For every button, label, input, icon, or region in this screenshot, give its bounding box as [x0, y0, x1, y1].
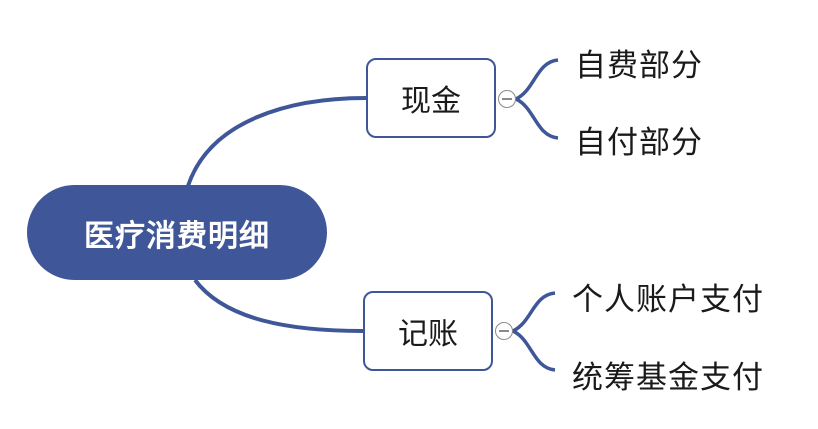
leaf-node-pooled-fund[interactable]: 统筹基金支付: [572, 360, 764, 396]
branch-node-account-label: 记账: [398, 317, 458, 352]
leaf-node-personal-account[interactable]: 个人账户支付: [572, 282, 764, 318]
collapse-toggle-account-icon[interactable]: [495, 322, 513, 340]
connector-cash-leaf-2: [515, 97, 559, 140]
leaf-node-self-pay[interactable]: 自费部分: [575, 48, 703, 84]
connector-root-account: [193, 278, 364, 333]
collapse-toggle-cash-icon[interactable]: [498, 90, 516, 108]
connector-account-leaf-1: [512, 291, 556, 333]
branch-node-account[interactable]: 记账: [363, 291, 493, 371]
branch-node-cash-label: 现金: [401, 84, 461, 119]
root-node[interactable]: 医疗消费明细: [27, 185, 327, 280]
branch-node-cash[interactable]: 现金: [366, 58, 496, 138]
connector-account-leaf-2: [512, 329, 556, 372]
leaf-node-copay[interactable]: 自付部分: [575, 125, 703, 161]
root-node-label: 医疗消费明细: [84, 218, 270, 254]
connector-cash-leaf-1: [515, 58, 559, 101]
connector-root-cash: [186, 96, 367, 187]
